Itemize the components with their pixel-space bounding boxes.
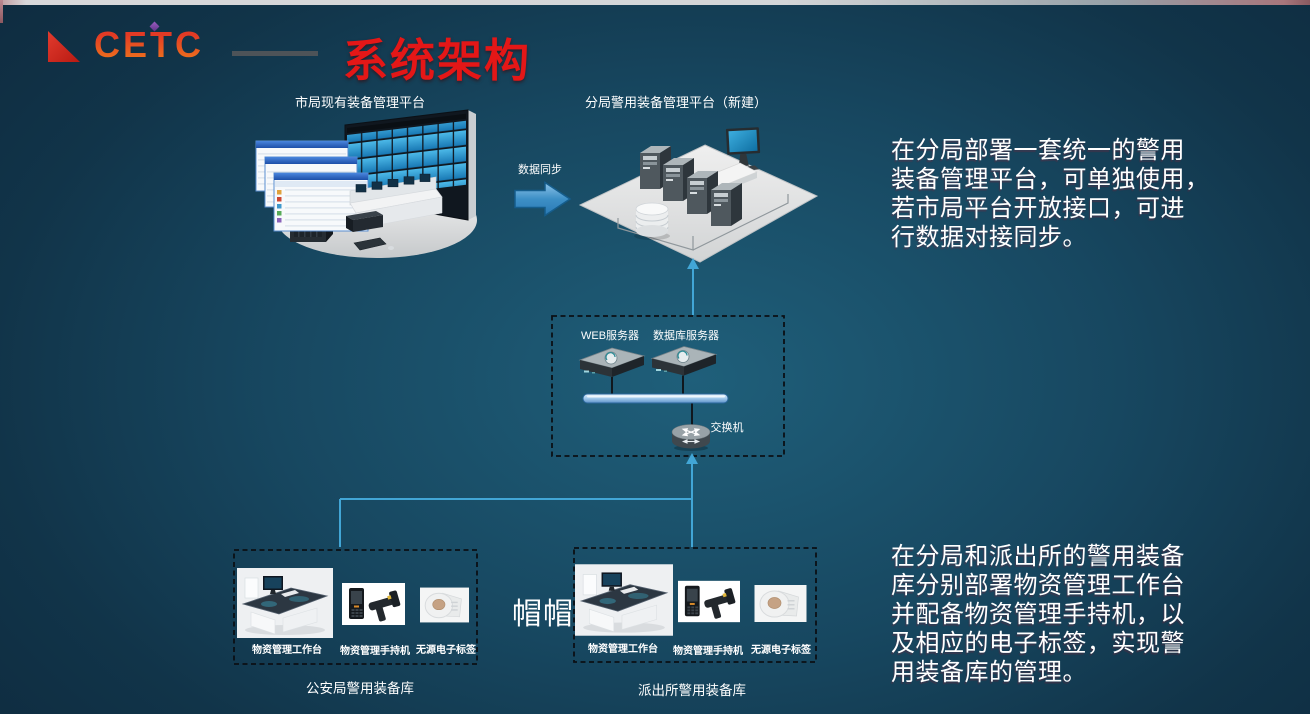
- rfid-gun-icon: [368, 590, 401, 622]
- item-label-workstation: 物资管理工作台: [252, 645, 322, 656]
- device-link-lines: [611, 375, 693, 427]
- top-edge-strip: [0, 0, 1310, 5]
- item-label-tag: 无源电子标签: [751, 645, 811, 656]
- city-platform-label: 市局现有装备管理平台: [294, 95, 426, 110]
- keyboard: [353, 237, 394, 251]
- cetc-logo-text: CETC: [94, 24, 204, 65]
- switch-label: 交换机: [710, 422, 744, 434]
- branch-platform-label: 分局警用装备管理平台（新建）: [584, 95, 768, 110]
- db-server-device: [650, 346, 718, 376]
- server-towers: [640, 146, 742, 226]
- label-roll-photo: [754, 585, 807, 622]
- connector-lines: [339, 266, 694, 547]
- right-warehouse-caption: 派出所警用装备库: [638, 683, 746, 698]
- city-platform-illustration: [255, 109, 477, 258]
- branch-platform-illustration: [578, 127, 819, 263]
- item-label-tag: 无源电子标签: [416, 645, 476, 656]
- artifact-text: 帽帽: [512, 598, 574, 631]
- workstation-photo: [237, 568, 333, 638]
- left-warehouse-caption: 公安局警用装备库: [306, 681, 414, 696]
- item-label-handheld: 物资管理手持机: [340, 646, 410, 657]
- app-windows: [255, 140, 369, 232]
- handheld-photo: [342, 583, 405, 625]
- workstation-photo: [575, 564, 673, 636]
- db-server-label: 数据库服务器: [653, 330, 719, 342]
- item-label-workstation: 物资管理工作台: [588, 644, 658, 655]
- item-label-handheld: 物资管理手持机: [673, 646, 743, 657]
- logo-title-divider: [232, 51, 318, 56]
- bus-bar: [582, 393, 729, 404]
- note-bottom: 在分局和派出所的警用装备 库分别部署物资管理工作台 并配备物资管理手持机，以 及…: [891, 543, 1185, 686]
- small-server-box: [346, 211, 383, 232]
- connector-arrowheads: [686, 258, 699, 464]
- page-title: 系统架构: [343, 35, 532, 86]
- database-cylinder: [634, 202, 670, 240]
- sync-arrow-label: 数据同步: [518, 164, 562, 176]
- note-top: 在分局部署一套统一的警用 装备管理平台，可单独使用， 若市局平台开放接口，可进 …: [891, 137, 1210, 251]
- label-roll-photo: [420, 587, 469, 623]
- cetc-logo-triangle-icon: [48, 31, 80, 62]
- web-server-label: WEB服务器: [580, 330, 640, 342]
- handheld-photo: [678, 580, 740, 623]
- switch-device: [671, 424, 711, 451]
- left-edge-sliver: [0, 0, 3, 23]
- web-server-device: [578, 347, 646, 377]
